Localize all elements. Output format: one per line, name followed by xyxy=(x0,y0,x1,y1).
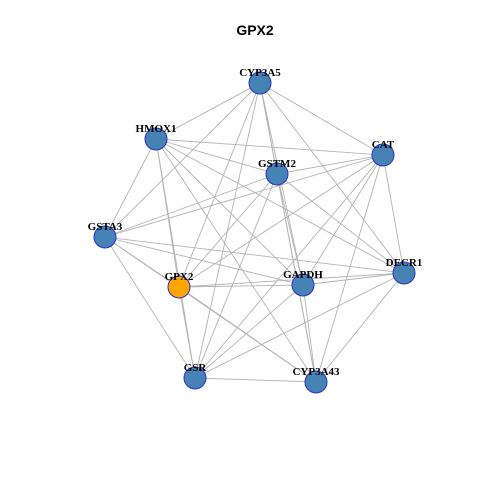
edge-gsr-cyp3a43 xyxy=(194,377,317,383)
node-circle xyxy=(291,273,315,297)
node-circle xyxy=(93,225,117,249)
node-label: CYP3A5 xyxy=(239,67,281,79)
node-circle xyxy=(265,162,289,186)
node-circle xyxy=(248,71,272,95)
edge-hmox1-cat xyxy=(155,138,384,156)
node-gpx2: GPX2 xyxy=(165,271,194,299)
node-cyp3a5: CYP3A5 xyxy=(239,67,281,95)
node-hmox1: HMOX1 xyxy=(136,123,177,151)
edge-cat-decr1 xyxy=(382,154,405,274)
edge-decr1-gpx2 xyxy=(178,272,405,288)
node-label: HMOX1 xyxy=(136,123,177,135)
node-label: GSTA3 xyxy=(88,221,123,233)
edge-hmox1-gsr xyxy=(155,138,196,379)
edge-cat-gpx2 xyxy=(178,154,384,288)
edge-gstm2-gpx2 xyxy=(178,173,278,288)
edge-gsta3-decr1 xyxy=(104,236,405,274)
edge-gpx2-cyp3a43 xyxy=(178,286,317,383)
edge-gsta3-gsr xyxy=(104,236,196,379)
edge-decr1-gapdh xyxy=(302,272,405,286)
node-circle xyxy=(144,127,168,151)
edge-hmox1-gstm2 xyxy=(155,138,278,175)
node-circle xyxy=(392,261,416,285)
edges-layer xyxy=(104,82,405,383)
edge-cyp3a5-gsta3 xyxy=(104,82,261,238)
node-gapdh: GAPDH xyxy=(283,269,323,297)
node-gsta3: GSTA3 xyxy=(88,221,123,249)
node-gsr: GSR xyxy=(183,362,208,390)
edge-gstm2-decr1 xyxy=(276,173,405,274)
edge-hmox1-decr1 xyxy=(155,138,405,274)
edge-cyp3a5-hmox1 xyxy=(155,82,261,140)
edge-hmox1-cyp3a43 xyxy=(155,138,317,383)
node-gstm2: GSTM2 xyxy=(258,158,296,186)
edge-cat-gstm2 xyxy=(276,154,384,175)
edge-gstm2-gapdh xyxy=(276,173,304,286)
edge-gapdh-gsr xyxy=(194,284,304,379)
node-circle xyxy=(371,143,395,167)
node-decr1: DECR1 xyxy=(386,257,423,285)
node-label: GSR xyxy=(184,362,208,374)
edge-cat-cyp3a43 xyxy=(315,154,384,383)
edge-decr1-gsr xyxy=(194,272,405,379)
node-circle xyxy=(304,370,328,394)
edge-cat-gsta3 xyxy=(104,154,384,238)
node-cyp3a43: CYP3A43 xyxy=(292,366,340,394)
edge-gpx2-gsr xyxy=(178,286,196,379)
node-cat: CAT xyxy=(371,139,395,167)
node-circle xyxy=(167,275,191,299)
node-label: DECR1 xyxy=(386,257,423,269)
edge-cyp3a5-decr1 xyxy=(259,82,405,274)
edge-decr1-cyp3a43 xyxy=(315,272,405,383)
edge-hmox1-gsta3 xyxy=(104,138,157,238)
edge-gapdh-cyp3a43 xyxy=(302,284,317,383)
edge-gstm2-gsr xyxy=(194,173,278,379)
node-label: CAT xyxy=(372,139,395,151)
edge-cyp3a5-gpx2 xyxy=(178,82,261,288)
node-label: GPX2 xyxy=(165,271,194,283)
edge-gstm2-gsta3 xyxy=(104,173,278,238)
edge-hmox1-gapdh xyxy=(155,138,304,286)
graph-title: GPX2 xyxy=(236,22,274,38)
edge-cat-gapdh xyxy=(302,154,384,286)
node-label: GAPDH xyxy=(283,269,323,281)
node-label: CYP3A43 xyxy=(292,366,340,378)
edge-gsta3-gapdh xyxy=(104,236,304,286)
node-label: GSTM2 xyxy=(258,158,296,170)
edge-gpx2-gapdh xyxy=(178,284,304,288)
edge-cat-gsr xyxy=(194,154,384,379)
edge-cyp3a5-cat xyxy=(259,82,384,156)
node-circle xyxy=(183,366,207,390)
